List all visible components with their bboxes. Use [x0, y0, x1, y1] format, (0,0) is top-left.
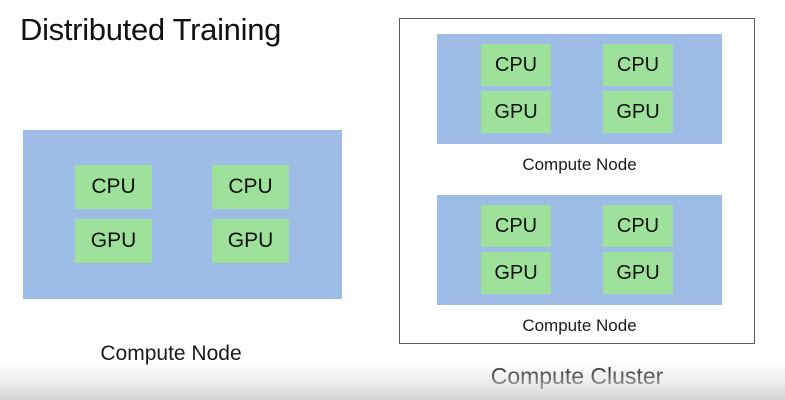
cpu-box: CPU	[603, 205, 673, 247]
cluster-node-1-label: Compute Node	[522, 155, 637, 174]
slide-title: Distributed Training	[20, 12, 282, 47]
compute-node: CPU CPU GPU GPU	[23, 130, 342, 299]
gpu-box: GPU	[481, 252, 551, 294]
gpu-box: GPU	[212, 219, 289, 263]
cpu-box: CPU	[75, 165, 152, 209]
gpu-box: GPU	[603, 252, 673, 294]
gpu-box: GPU	[481, 91, 551, 133]
cluster-node-2-label: Compute Node	[522, 316, 637, 335]
compute-node-label: Compute Node	[100, 342, 242, 365]
gpu-box: GPU	[603, 91, 673, 133]
compute-cluster-label: Compute Cluster	[490, 363, 664, 389]
cpu-box: CPU	[481, 205, 551, 247]
cpu-box: CPU	[481, 44, 551, 86]
cluster-node-1: CPU CPU GPU GPU	[437, 34, 722, 144]
gpu-box: GPU	[75, 219, 152, 263]
compute-cluster: CPU CPU GPU GPU Compute Node CPU CPU GPU…	[399, 18, 755, 344]
cpu-box: CPU	[212, 165, 289, 209]
cluster-node-2: CPU CPU GPU GPU	[437, 195, 722, 305]
cpu-box: CPU	[603, 44, 673, 86]
